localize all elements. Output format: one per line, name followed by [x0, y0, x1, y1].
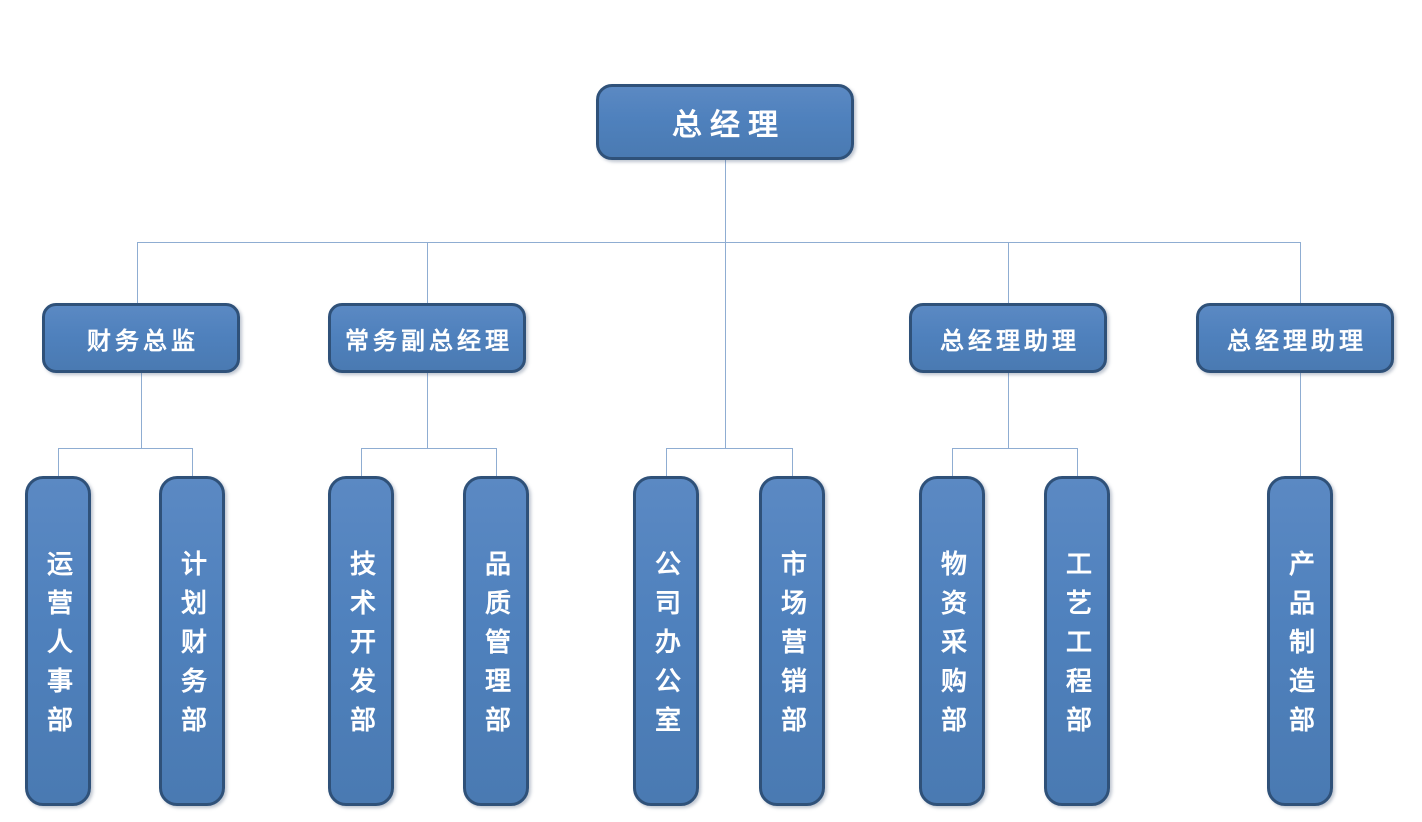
org-node-process-engineering-dept[interactable]: 工艺工程部 [1044, 476, 1110, 806]
connector-line [725, 242, 726, 449]
org-node-product-manufacturing-dept[interactable]: 产品制造部 [1267, 476, 1333, 806]
org-node-planning-finance-dept[interactable]: 计划财务部 [159, 476, 225, 806]
org-node-label: 财务总监 [87, 325, 199, 355]
org-node-quality-management-dept[interactable]: 品质管理部 [463, 476, 529, 806]
org-node-label: 物资采购部 [936, 550, 967, 745]
org-node-label: 总经理助理 [940, 325, 1080, 355]
connector-line [192, 448, 193, 476]
connector-line [427, 242, 428, 303]
org-node-gm-assistant-1[interactable]: 总经理助理 [909, 303, 1107, 373]
org-node-label: 公司办公室 [650, 550, 681, 745]
org-node-label: 计划财务部 [176, 550, 207, 745]
connector-line [496, 448, 497, 476]
org-node-label: 运营人事部 [42, 550, 73, 745]
org-node-deputy-general-manager[interactable]: 常务副总经理 [328, 303, 526, 373]
connector-line [141, 373, 142, 449]
connector-line [725, 160, 726, 243]
org-node-finance-director[interactable]: 财务总监 [42, 303, 240, 373]
connector-line [361, 448, 497, 449]
connector-line [1300, 373, 1301, 476]
org-node-label: 总经理 [672, 108, 786, 143]
org-node-label: 工艺工程部 [1061, 550, 1092, 745]
org-node-company-office[interactable]: 公司办公室 [633, 476, 699, 806]
connector-line [58, 448, 193, 449]
org-node-label: 总经理助理 [1227, 325, 1367, 355]
connector-line [1077, 448, 1078, 476]
org-node-label: 品质管理部 [480, 550, 511, 745]
connector-line [1300, 242, 1301, 303]
org-node-marketing-dept[interactable]: 市场营销部 [759, 476, 825, 806]
org-node-tech-development-dept[interactable]: 技术开发部 [328, 476, 394, 806]
org-node-label: 产品制造部 [1284, 550, 1315, 745]
org-node-materials-procurement-dept[interactable]: 物资采购部 [919, 476, 985, 806]
connector-line [792, 448, 793, 476]
org-node-label: 市场营销部 [776, 550, 807, 745]
connector-line [666, 448, 793, 449]
connector-line [952, 448, 1078, 449]
connector-line [137, 242, 138, 303]
connector-line [427, 373, 428, 449]
connector-line [666, 448, 667, 476]
org-node-general-manager[interactable]: 总经理 [596, 84, 854, 160]
connector-line [58, 448, 59, 476]
org-node-operations-hr-dept[interactable]: 运营人事部 [25, 476, 91, 806]
connector-line [1008, 373, 1009, 449]
connector-line [952, 448, 953, 476]
connector-line [361, 448, 362, 476]
connector-line [1008, 242, 1009, 303]
org-node-label: 技术开发部 [345, 550, 376, 745]
org-node-gm-assistant-2[interactable]: 总经理助理 [1196, 303, 1394, 373]
connector-line [137, 242, 1301, 243]
org-node-label: 常务副总经理 [345, 325, 513, 355]
